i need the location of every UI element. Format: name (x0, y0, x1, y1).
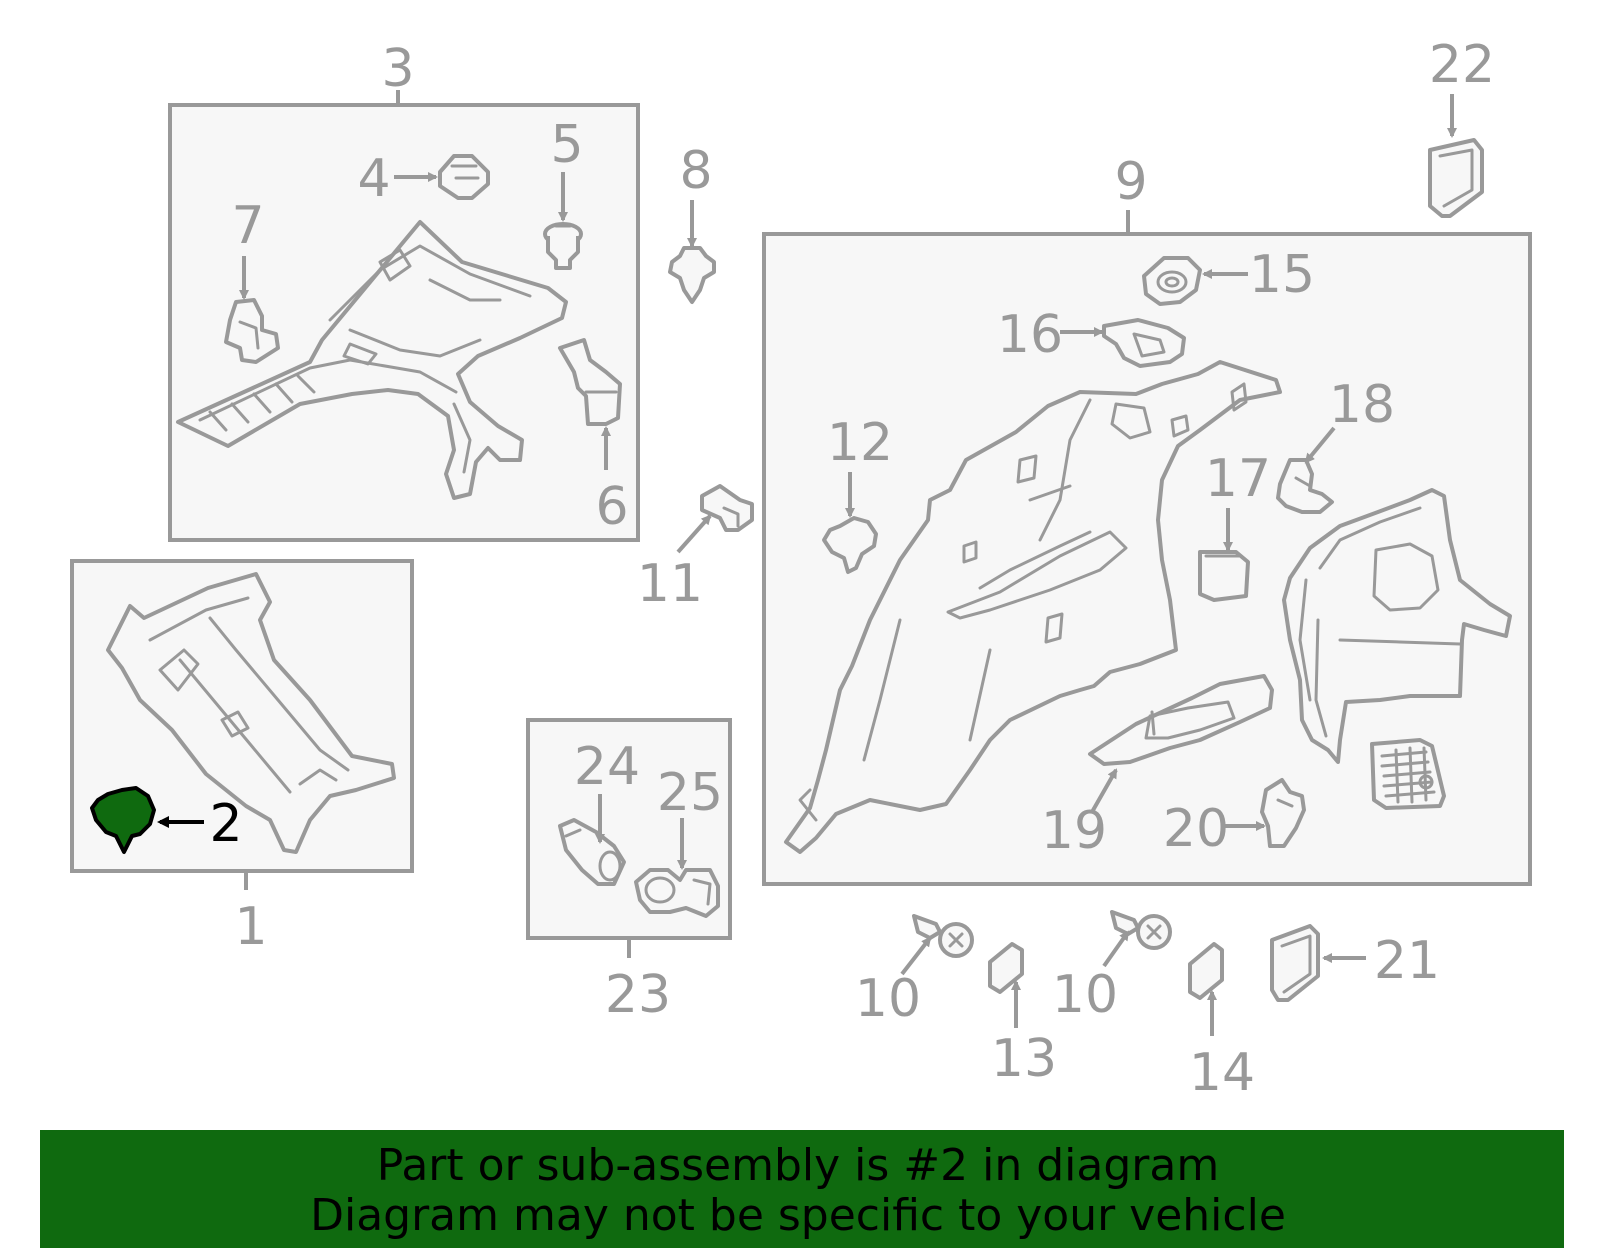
highlighted-part-2[interactable] (90, 786, 156, 854)
group-box-1: 1 2 (70, 559, 414, 957)
clip-part-20[interactable] (1260, 778, 1306, 848)
cover-part-21[interactable] (1270, 924, 1320, 1002)
callout-16: 16 (997, 305, 1063, 365)
callout-17: 17 (1205, 449, 1271, 509)
callout-10-right: 10 (1052, 965, 1118, 1025)
screw-part-10b[interactable] (1110, 910, 1172, 950)
bin-trim-part-19[interactable] (1088, 674, 1274, 766)
wheelhouse-panel-part[interactable] (176, 220, 568, 500)
group-box-9: 9 12 15 (762, 152, 1532, 886)
cap-part-25[interactable] (634, 868, 720, 918)
bracket-part-18[interactable] (1276, 458, 1334, 514)
banner-line-2: Diagram may not be specific to your vehi… (310, 1190, 1286, 1241)
wheelwell-trim-part[interactable] (1282, 488, 1512, 764)
callout-14: 14 (1189, 1043, 1255, 1103)
cover-part-22[interactable] (1428, 138, 1484, 218)
callout-22: 22 (1429, 35, 1495, 95)
screw-part-10a[interactable] (912, 914, 974, 958)
callout-7: 7 (231, 196, 264, 256)
grommet-part-15[interactable] (1142, 256, 1202, 306)
socket-part-24[interactable] (558, 818, 626, 886)
bracket-part-7[interactable] (224, 298, 280, 364)
callout-10-left: 10 (855, 969, 921, 1029)
callout-12: 12 (827, 413, 893, 473)
callout-18: 18 (1329, 375, 1395, 435)
callout-2: 2 (209, 794, 242, 854)
callout-24: 24 (574, 737, 640, 797)
callout-25: 25 (657, 763, 723, 823)
clip-part-12[interactable] (822, 516, 878, 574)
group-box-23: 23 24 25 (526, 718, 732, 1025)
callout-5: 5 (550, 115, 583, 175)
callout-11: 11 (637, 554, 703, 614)
callout-20: 20 (1163, 799, 1229, 859)
rear-pillar-panel-part-1[interactable] (106, 572, 396, 854)
callout-23: 23 (605, 965, 671, 1025)
callout-21: 21 (1374, 931, 1440, 991)
callout-3: 3 (381, 39, 414, 99)
clip-part-4[interactable] (438, 154, 490, 200)
banner-line-1: Part or sub-assembly is #2 in diagram (377, 1140, 1219, 1191)
clip-part-8[interactable] (668, 246, 716, 304)
callout-1: 1 (234, 897, 267, 957)
vent-grille-part[interactable] (1370, 738, 1446, 810)
bracket-part-16[interactable] (1102, 318, 1186, 368)
info-banner: Part or sub-assembly is #2 in diagram Di… (40, 1130, 1564, 1248)
banner-background (40, 1130, 1564, 1248)
pad-part-17[interactable] (1198, 550, 1250, 602)
bracket-part-6[interactable] (558, 338, 622, 426)
callout-8: 8 (679, 141, 712, 201)
callout-6: 6 (595, 477, 628, 537)
push-clip-part-5[interactable] (543, 222, 583, 270)
pad-part-14[interactable] (1188, 942, 1224, 1000)
callout-13: 13 (991, 1029, 1057, 1089)
callout-4: 4 (357, 149, 390, 209)
callout-9: 9 (1114, 152, 1147, 212)
callout-15: 15 (1249, 245, 1315, 305)
quarter-trim-panel-part[interactable] (784, 360, 1282, 854)
clip-part-11[interactable] (700, 484, 754, 532)
group-box-3: 3 7 4 (168, 39, 640, 542)
callout-19: 19 (1041, 801, 1107, 861)
